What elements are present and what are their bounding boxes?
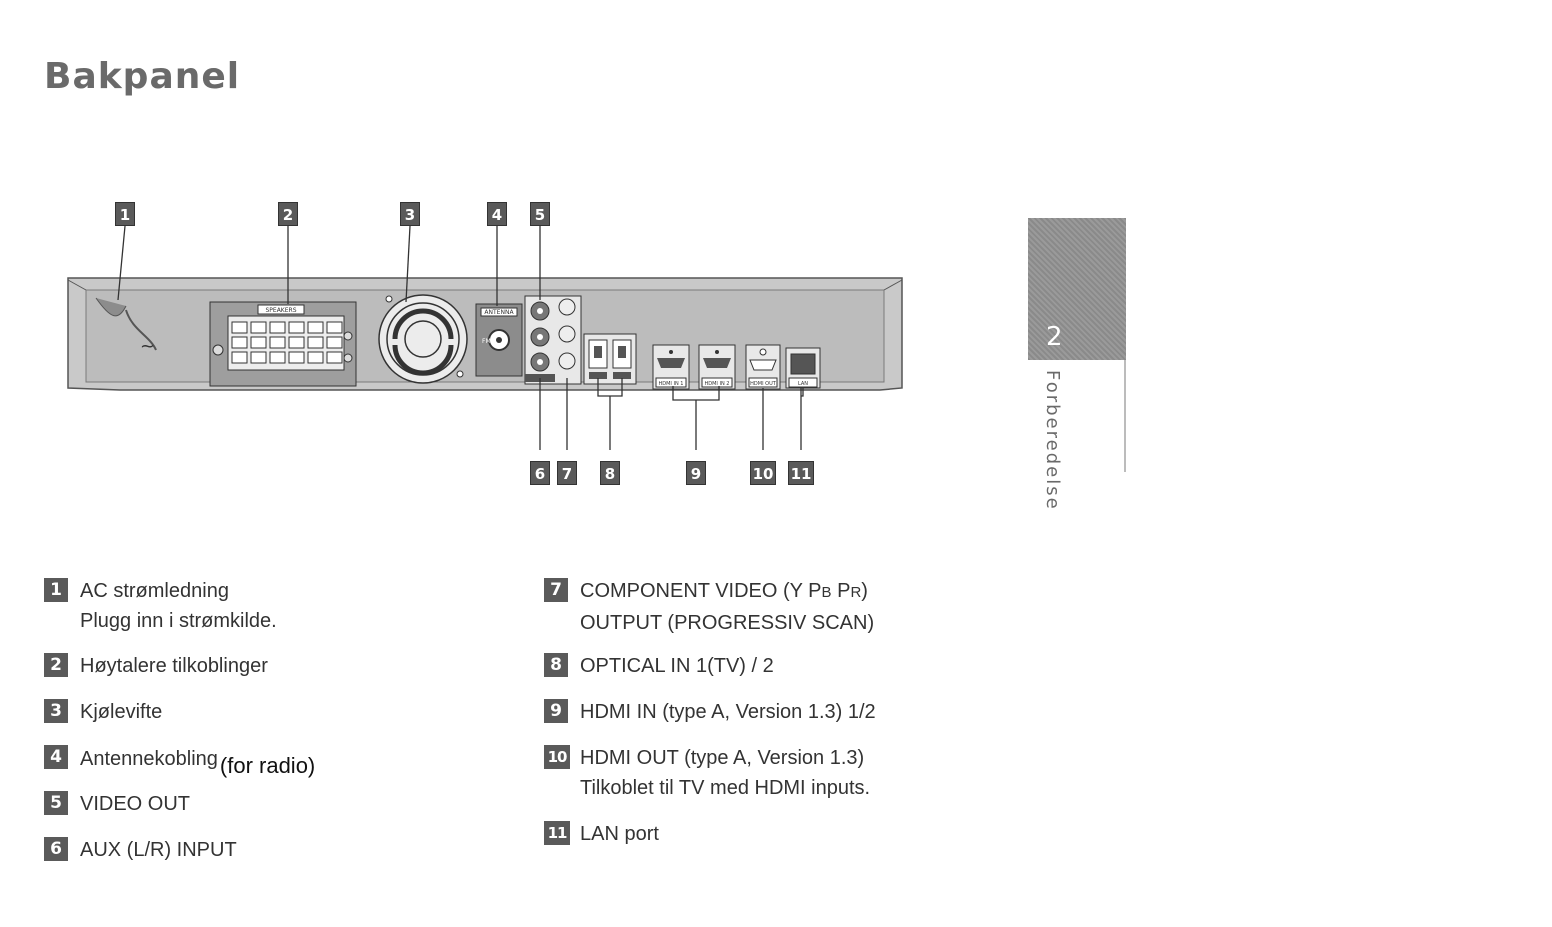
speaker-terminal (326, 321, 343, 334)
svg-text:~: ~ (140, 336, 155, 357)
cooling-fan (378, 294, 468, 384)
speaker-terminal (326, 336, 343, 349)
callout-5: 5 (530, 202, 550, 226)
callout-1: 1 (115, 202, 135, 226)
chapter-label: Forberedelse (1042, 370, 1063, 511)
legend-badge: 11 (544, 821, 570, 845)
legend-badge: 10 (544, 745, 570, 769)
legend-title: OPTICAL IN 1(TV) / 2 (580, 655, 774, 677)
speaker-terminal (269, 336, 286, 349)
hdmi-out-label: HDMI OUT (750, 381, 777, 387)
legend-title: Kjølevifte (80, 701, 163, 723)
hdmi-in-2-label: HDMI IN 2 (705, 381, 730, 387)
speaker-terminals: SPEAKERS (209, 301, 357, 387)
legend-badge: 5 (44, 791, 68, 815)
callout-8: 8 (600, 461, 620, 485)
legend-badge: 7 (544, 578, 568, 602)
callout-10: 10 (750, 461, 776, 485)
legend-description: Tilkoblet til TV med HDMI inputs. (580, 777, 871, 799)
legend-badge: 1 (44, 578, 68, 602)
fm-label: FM (482, 338, 491, 345)
speaker-terminal (231, 351, 248, 364)
speaker-terminal (288, 321, 305, 334)
leader-lines (117, 225, 804, 450)
hdmi-in-1-label: HDMI IN 1 (659, 381, 684, 387)
antenna-jack: ANTENNA FM (475, 303, 523, 377)
speakers-label: SPEAKERS (265, 307, 296, 314)
speaker-terminal (269, 351, 286, 364)
legend-badge: 9 (544, 699, 568, 723)
callout-6: 6 (530, 461, 550, 485)
legend-title: AUX (L/R) INPUT (80, 839, 237, 861)
antenna-label: ANTENNA (484, 309, 514, 316)
legend-badge: 4 (44, 745, 68, 769)
legend-title: Antennekobling (80, 748, 218, 770)
speaker-terminal (307, 351, 324, 364)
speaker-terminal (307, 336, 324, 349)
callout-3: 3 (400, 202, 420, 226)
optical-inputs (583, 333, 637, 385)
legend-title: HDMI IN (type A, Version 1.3) 1/2 (580, 701, 876, 723)
legend-note: (for radio) (219, 753, 316, 778)
hdmi-out-port: HDMI OUT (745, 344, 781, 390)
legend-title: Høytalere tilkoblinger (80, 655, 268, 677)
legend-title: LAN port (580, 823, 659, 845)
legend-badge: 3 (44, 699, 68, 723)
speaker-terminal (288, 336, 305, 349)
callout-7: 7 (557, 461, 577, 485)
speaker-terminal (231, 321, 248, 334)
legend-title: COMPONENT VIDEO (Y PB PR) (580, 580, 868, 602)
hdmi-in-2-port: HDMI IN 2 (698, 344, 736, 390)
hdmi-in-1-port: HDMI IN 1 (652, 344, 690, 390)
legend-description: Plugg inn i strømkilde. (80, 610, 277, 632)
legend-badge: 2 (44, 653, 68, 677)
video-aux-component-jacks (524, 295, 582, 385)
legend-description: OUTPUT (PROGRESSIV SCAN) (580, 612, 875, 634)
legend-title: VIDEO OUT (80, 793, 191, 815)
legend-title: AC strømledning (80, 580, 229, 602)
callout-2: 2 (278, 202, 298, 226)
callout-4: 4 (487, 202, 507, 226)
speaker-terminal (250, 351, 267, 364)
page-title: Bakpanel (44, 56, 241, 97)
speaker-terminal (288, 351, 305, 364)
callout-11: 11 (788, 461, 814, 485)
speaker-terminal (250, 321, 267, 334)
chapter-number: 2 (1046, 322, 1063, 352)
callout-9: 9 (686, 461, 706, 485)
speaker-terminal (326, 351, 343, 364)
speaker-terminal (231, 336, 248, 349)
speaker-terminal (250, 336, 267, 349)
speaker-terminal (269, 321, 286, 334)
lan-port: LAN (785, 347, 821, 389)
ac-power-cord: ~ (95, 297, 157, 357)
legend-badge: 8 (544, 653, 568, 677)
legend-title: HDMI OUT (type A, Version 1.3) (580, 747, 865, 769)
rear-panel-diagram: ~ SPEAKERS ANTENNA FM (67, 225, 903, 450)
legend-badge: 6 (44, 837, 68, 861)
chapter-tab-rule (1124, 360, 1126, 472)
lan-label: LAN (798, 381, 808, 387)
chapter-tab (1028, 218, 1126, 360)
speaker-terminal (307, 321, 324, 334)
